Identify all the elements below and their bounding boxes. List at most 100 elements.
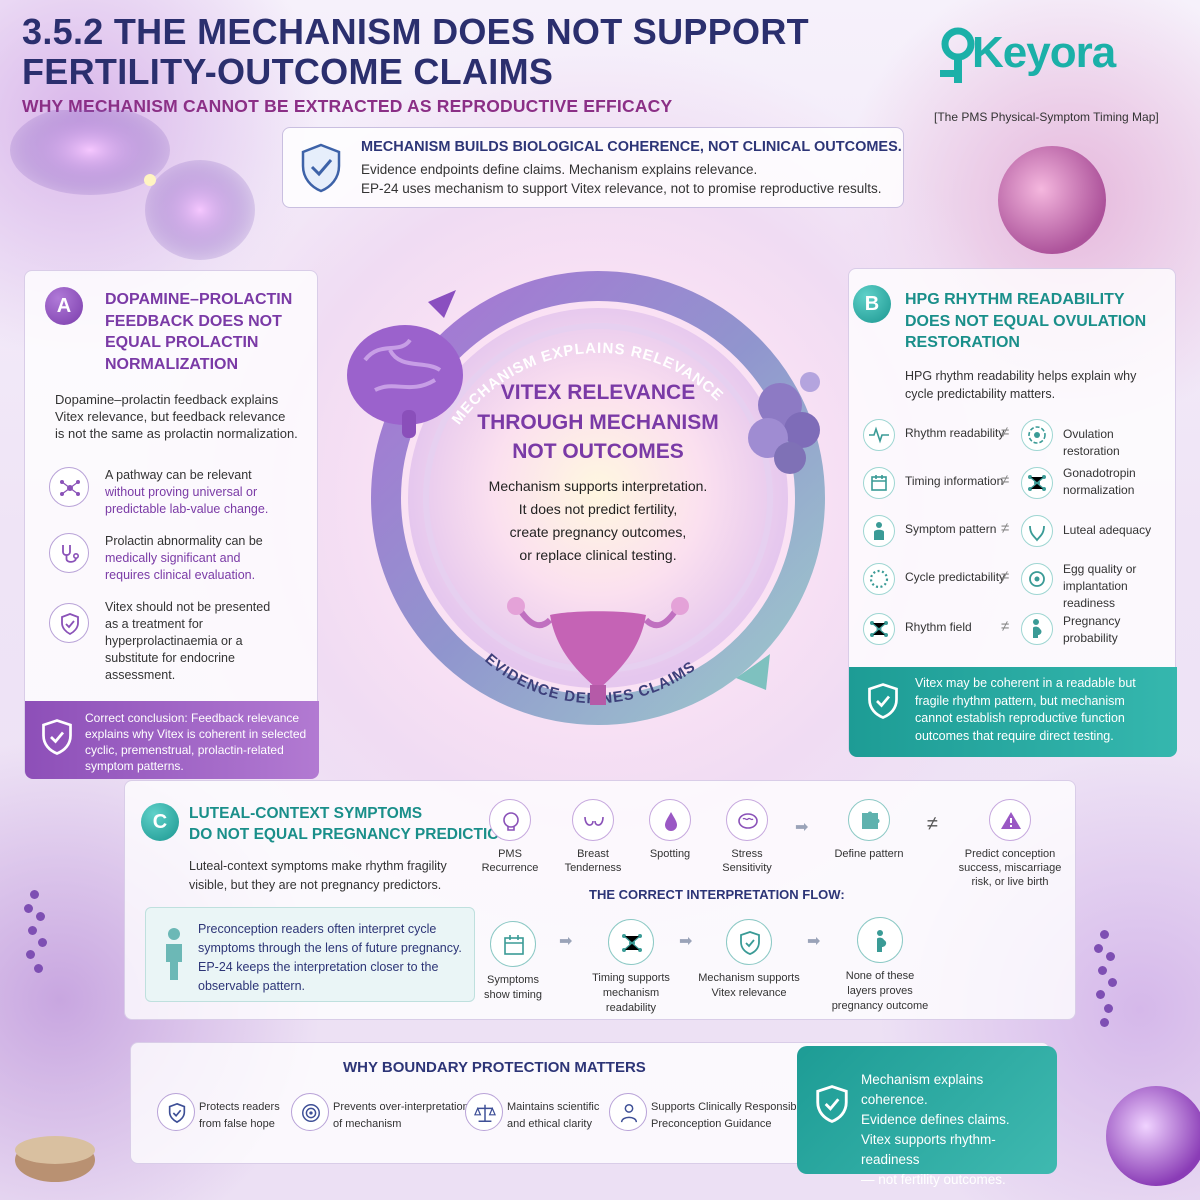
panel-c-heading-line: DO NOT EQUAL PREGNANCY PREDICTION [189,826,511,843]
panel-a-conclusion-text: Correct conclusion: Feedback relevance e… [85,710,310,774]
panel-a-item-line: Vitex should not be presented [105,600,271,614]
panel-b-intro: HPG rhythm readability helps explain why… [905,367,1167,403]
not-equal-sign: ≠ [1001,472,1010,489]
panel-a-body-line: Vitex relevance, but feedback relevance [55,409,286,424]
panel-a-item-line: substitute for endocrine [105,651,235,665]
bowl-illustration [15,1136,95,1182]
scales-icon [465,1093,503,1131]
cycle-icon [1021,419,1053,451]
center-body-line: Mechanism supports interpretation. [488,478,708,494]
summary-line: Mechanism explains coherence. [861,1072,984,1107]
network-icon [49,467,89,507]
panel-a-item-line: without proving universal or [105,485,258,499]
panel-a-heading-line: DOPAMINE–PROLACTIN [105,291,293,308]
center-title: VITEX RELEVANCE THROUGH MECHANISM NOT OU… [470,378,726,467]
flow-line: layers proves [847,985,913,997]
pregnant-icon [1021,613,1053,645]
network-icon [863,613,895,645]
panel-a-heading-line: EQUAL PROLACTIN [105,334,259,351]
boundary-line: Preconception Guidance [651,1118,772,1130]
cell-illustration [998,146,1106,254]
footer-line: Vitex may be coherent in a readable but [915,676,1136,690]
keyora-logo: Keyora [938,22,1168,88]
boundary-line: Prevents over-interpretation [333,1101,469,1113]
panel-c-body-line: Luteal-context symptoms make rhythm frag… [189,859,447,873]
panel-b-heading-line: HPG RHYTHM READABILITY [905,291,1125,308]
uterus-icon [1021,515,1053,547]
center-body-line: It does not predict fertility, [518,501,678,517]
flow-line: readability [605,1002,657,1014]
preconception-note-text: Preconception readers often interpret cy… [198,920,468,996]
boundary-item-1: Protects readers from false hope [157,1093,287,1137]
note-line: Preconception readers often interpret cy… [198,922,437,936]
panel-a-heading-line: FEEDBACK DOES NOT [105,312,282,330]
symptom-label: Stress Sensitivity [722,848,772,874]
symptom-label: Breast Tenderness [564,848,622,874]
symptom-pms-recurrence: PMS Recurrence [475,799,545,875]
panel-b-badge: B [853,285,891,323]
calendar-icon [863,467,895,499]
chest-icon [572,799,614,841]
puzzle-icon [848,799,890,841]
flow-line: Symptoms [487,974,539,986]
flow-line: None of these [845,970,915,982]
panel-a-heading: DOPAMINE–PROLACTIN FEEDBACK DOES NOT EQU… [105,289,292,375]
symptom-spotting: Spotting [641,799,699,861]
panel-a-item-line: as a treatment for [105,617,203,631]
symptom-label: PMS Recurrence [481,848,539,874]
panel-c: C LUTEAL-CONTEXT SYMPTOMS DO NOT EQUAL P… [124,780,1076,1020]
logo-text: Keyora [972,28,1116,77]
predict-line: success, miscarriage [958,862,1062,874]
flow-line: Vitex relevance [711,987,787,999]
sphere-illustration [1106,1086,1200,1186]
comparison-row: Symptom pattern ≠ Luteal adequacy [863,513,1173,553]
predict-line: Predict conception [964,848,1056,860]
flow-step-3: Mechanism supports Vitex relevance [695,919,803,1001]
row-left-label: Rhythm readability [905,426,1005,440]
calendar-icon [490,921,536,967]
conclusion-line: explains why Vitex is coherent in select… [85,727,307,741]
center-title-line: THROUGH MECHANISM [477,410,719,434]
panel-a-item-line: Prolactin abnormality can be [105,534,263,548]
flow-step-4: None of these layers proves pregnancy ou… [825,917,935,1014]
brain-icon [347,325,463,438]
panel-a-conclusion: Correct conclusion: Feedback relevance e… [25,701,319,779]
panel-a-heading-line: NORMALIZATION [105,355,239,373]
panel-c-body-line: visible, but they are not pregnancy pred… [189,878,442,892]
center-body-line: or replace clinical testing. [519,547,677,563]
panel-a-item-1: A pathway can be relevant without provin… [105,467,305,518]
target-icon [291,1093,329,1131]
ring-arrow-top [428,290,456,318]
shield-check-icon [726,919,772,965]
title-line-2: FERTILITY-OUTCOME CLAIMS [22,51,554,92]
neuron-illustration [10,110,255,260]
panel-b: B HPG RHYTHM READABILITY DOES NOT EQUAL … [848,268,1177,757]
stethoscope-icon [49,533,89,573]
footer-line: cannot establish reproductive function [915,711,1125,725]
boundary-line: from false hope [199,1118,275,1130]
panel-b-heading-line: RESTORATION [905,334,1020,351]
row-right-label: Luteal adequacy [1063,522,1151,539]
center-glow [408,308,788,688]
banner-heading: MECHANISM BUILDS BIOLOGICAL COHERENCE, N… [361,139,902,155]
predict-line: risk, or live birth [971,876,1049,888]
shield-check-icon [49,603,89,643]
shield-check-icon [157,1093,195,1131]
flow-line: pregnancy outcome [831,1000,929,1012]
boundary-line: Protects readers [199,1101,280,1113]
row-right-line: Egg quality or [1063,562,1137,576]
molecule-icon [1021,467,1053,499]
flow-line: Mechanism supports [698,972,800,984]
footer-line: fragile rhythm pattern, but mechanism [915,693,1125,708]
not-equal-sign: ≠ [1001,520,1010,537]
panel-b-footer-text: Vitex may be coherent in a readable but … [915,675,1165,745]
row-right-line: Ovulation restoration [1063,427,1120,458]
center-body-line: create pregnancy outcomes, [509,524,687,540]
row-right-label: Ovulation restoration [1063,426,1173,460]
